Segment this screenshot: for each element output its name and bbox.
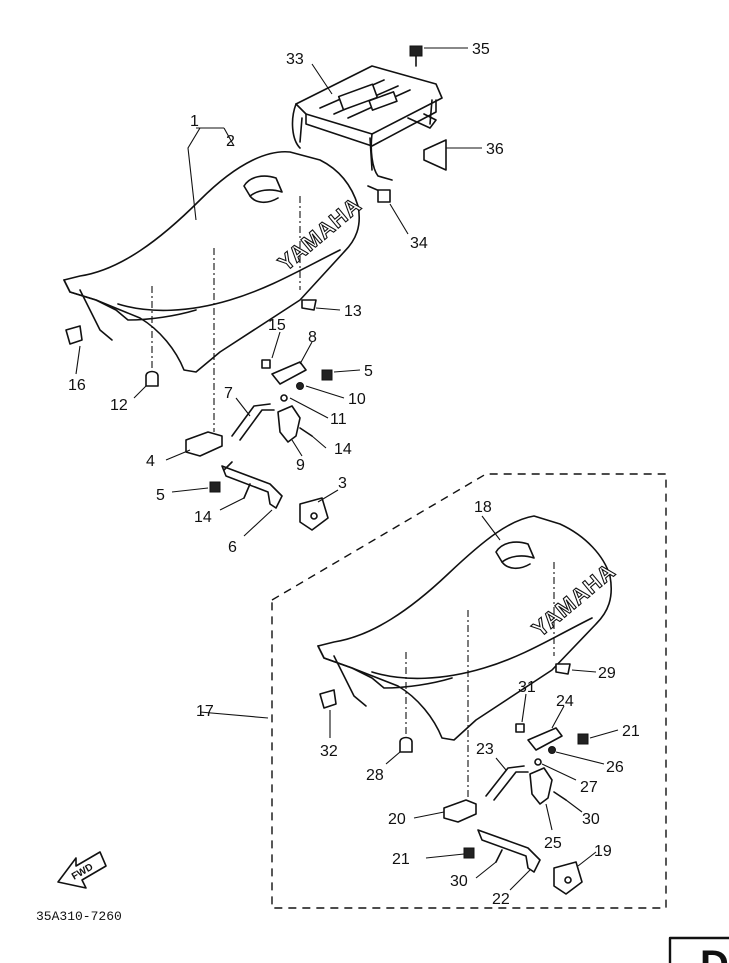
callout-29: 29 xyxy=(598,665,616,682)
callout-17: 17 xyxy=(196,703,214,720)
callout-5-right: 5 xyxy=(364,363,373,380)
bolt-21-lower xyxy=(463,847,475,859)
callout-26: 26 xyxy=(606,759,624,776)
carrier-bolt-side xyxy=(367,185,391,203)
bolt-31 xyxy=(515,723,525,733)
callout-11: 11 xyxy=(330,411,347,428)
rear-carrier xyxy=(291,65,443,181)
bolt-21-right xyxy=(577,733,589,745)
callout-21-left: 21 xyxy=(392,851,410,868)
bracket-3 xyxy=(299,497,329,531)
callout-30-left: 30 xyxy=(450,873,468,890)
bracket-20 xyxy=(443,799,477,823)
carrier-bolt-top xyxy=(409,45,423,67)
latch-8 xyxy=(271,361,307,385)
bracket-4 xyxy=(185,431,223,457)
lever-22 xyxy=(477,829,541,873)
seat-assembly-frame xyxy=(271,473,667,909)
rod-23 xyxy=(485,765,529,801)
bumper-32 xyxy=(319,689,337,709)
callout-9: 9 xyxy=(296,457,305,474)
callout-23: 23 xyxy=(476,741,494,758)
carrier-plate xyxy=(423,139,447,171)
callout-32: 32 xyxy=(320,743,338,760)
callout-4: 4 xyxy=(146,453,155,470)
callout-27: 27 xyxy=(580,779,598,796)
forward-arrow-icon: FWD xyxy=(57,851,107,889)
seat-lower xyxy=(317,515,612,741)
callout-35: 35 xyxy=(472,41,490,58)
pin-14-upper xyxy=(243,483,251,499)
bumper-12 xyxy=(145,370,159,387)
callout-5-left: 5 xyxy=(156,487,165,504)
pin-30-lower xyxy=(495,849,503,863)
clip-29 xyxy=(555,663,571,675)
pin-14-mid xyxy=(299,427,313,437)
callout-10: 10 xyxy=(348,391,366,408)
washer-11 xyxy=(280,394,288,402)
callout-14-left: 14 xyxy=(194,509,212,526)
callout-16: 16 xyxy=(68,377,86,394)
callout-3: 3 xyxy=(338,475,347,492)
callout-6: 6 xyxy=(228,539,237,556)
callout-25: 25 xyxy=(544,835,562,852)
callout-20: 20 xyxy=(388,811,406,828)
bolt-15 xyxy=(261,359,271,369)
lock-25 xyxy=(529,767,553,805)
page-corner-tab: D xyxy=(668,936,729,963)
callout-22: 22 xyxy=(492,891,510,908)
callout-19: 19 xyxy=(594,843,612,860)
callout-18: 18 xyxy=(474,499,492,516)
callout-21-right: 21 xyxy=(622,723,640,740)
bolt-5-right xyxy=(321,369,333,381)
callout-14-right: 14 xyxy=(334,441,352,458)
callout-31: 31 xyxy=(518,679,536,696)
clip-13 xyxy=(301,299,317,311)
callout-1: 1 xyxy=(190,113,199,130)
bracket-19 xyxy=(553,861,583,895)
part-code: 35A310-7260 xyxy=(36,909,122,924)
callout-8: 8 xyxy=(308,329,317,346)
bumper-28 xyxy=(399,736,413,753)
bolt-5-upper xyxy=(209,481,221,493)
callout-2: 2 xyxy=(226,133,235,150)
callout-15: 15 xyxy=(268,317,286,334)
callout-33: 33 xyxy=(286,51,304,68)
svg-text:D: D xyxy=(700,943,729,963)
callout-30-right: 30 xyxy=(582,811,600,828)
callout-12: 12 xyxy=(110,397,128,414)
latch-24 xyxy=(527,727,563,751)
nut-10 xyxy=(296,382,304,390)
bumper-16 xyxy=(65,325,83,345)
callout-34: 34 xyxy=(410,235,428,252)
pin-30-mid xyxy=(553,791,567,801)
lever-6 xyxy=(221,461,283,509)
nut-26 xyxy=(548,746,556,754)
callout-7: 7 xyxy=(224,385,233,402)
washer-27 xyxy=(534,758,542,766)
callout-24: 24 xyxy=(556,693,574,710)
callout-13: 13 xyxy=(344,303,362,320)
rod-7 xyxy=(231,403,275,441)
lock-9 xyxy=(277,405,301,443)
callout-36: 36 xyxy=(486,141,504,158)
callout-28: 28 xyxy=(366,767,384,784)
seat-upper xyxy=(63,150,360,373)
